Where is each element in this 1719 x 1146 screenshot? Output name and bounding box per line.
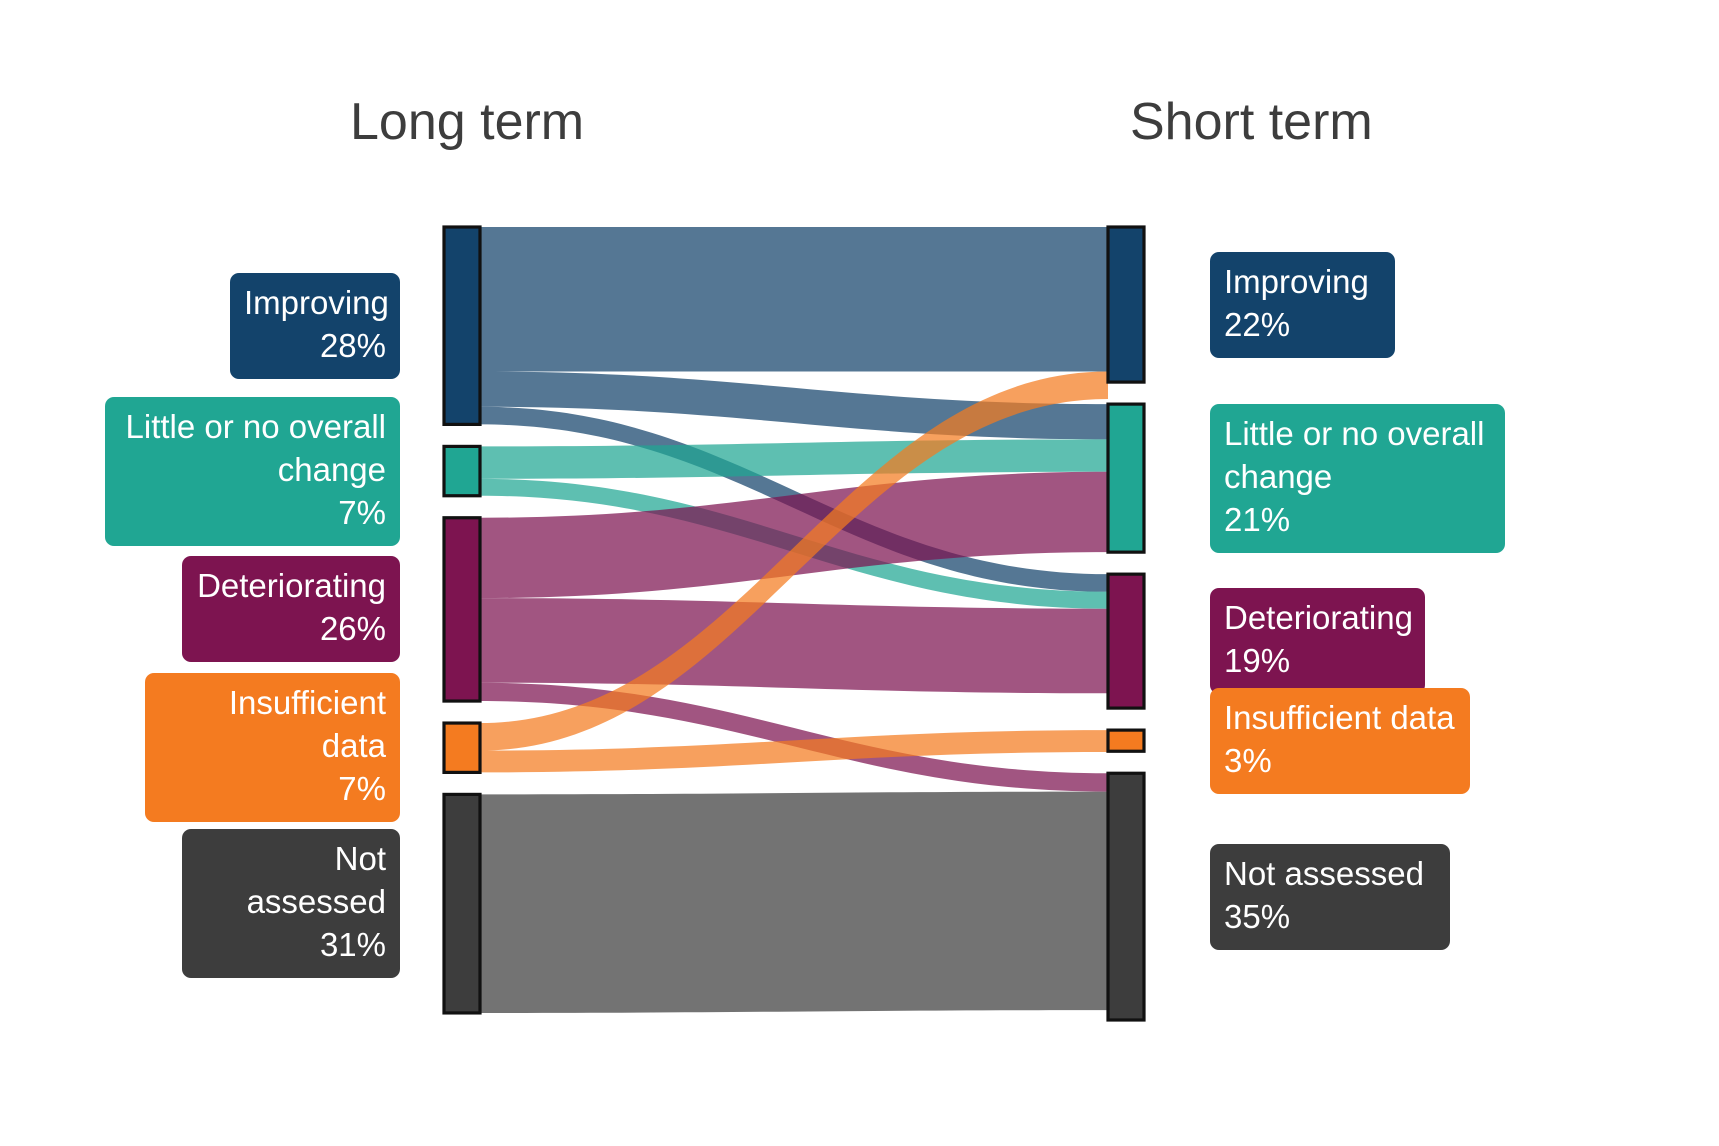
flow-insufficient-to-improving[interactable] [480,371,1108,751]
flow-deteriorating-to-not_assessed[interactable] [480,682,1108,792]
node-left-not_assessed[interactable] [442,792,482,1015]
flow-not_assessed-to-not_assessed[interactable] [480,791,1108,1013]
left-label-deteriorating[interactable]: Deteriorating 26% [182,556,400,662]
node-left-insufficient[interactable] [442,721,482,774]
right-label-little_change[interactable]: Little or no overall change 21% [1210,404,1505,553]
node-right-little_change[interactable] [1106,402,1146,554]
node-left-little_change[interactable] [442,444,482,498]
right-label-not_assessed[interactable]: Not assessed 35% [1210,844,1450,950]
right-label-improving[interactable]: Improving 22% [1210,252,1395,358]
node-right-improving[interactable] [1106,225,1146,384]
node-right-insufficient[interactable] [1106,728,1146,753]
column-title-short-term: Short term [1130,93,1373,151]
flow-improving-to-improving[interactable] [480,227,1108,372]
flow-insufficient-to-insufficient[interactable] [480,730,1108,773]
left-label-little_change[interactable]: Little or no overall change 7% [105,397,400,546]
node-left-deteriorating[interactable] [442,516,482,703]
node-left-improving[interactable] [442,225,482,426]
right-label-insufficient[interactable]: Insufficient data 3% [1210,688,1470,794]
flow-deteriorating-to-little_change[interactable] [480,471,1108,599]
flow-ribbons [480,227,1108,1013]
flow-deteriorating-to-deteriorating[interactable] [480,598,1108,694]
node-bars [442,225,1146,1022]
node-right-deteriorating[interactable] [1106,572,1146,710]
flow-little_change-to-little_change[interactable] [480,439,1108,479]
column-title-long-term: Long term [350,93,585,151]
right-label-deteriorating[interactable]: Deteriorating 19% [1210,588,1425,694]
left-label-not_assessed[interactable]: Not assessed 31% [182,829,400,978]
node-right-not_assessed[interactable] [1106,771,1146,1022]
left-label-improving[interactable]: Improving 28% [230,273,400,379]
left-label-insufficient[interactable]: Insufficient data 7% [145,673,400,822]
